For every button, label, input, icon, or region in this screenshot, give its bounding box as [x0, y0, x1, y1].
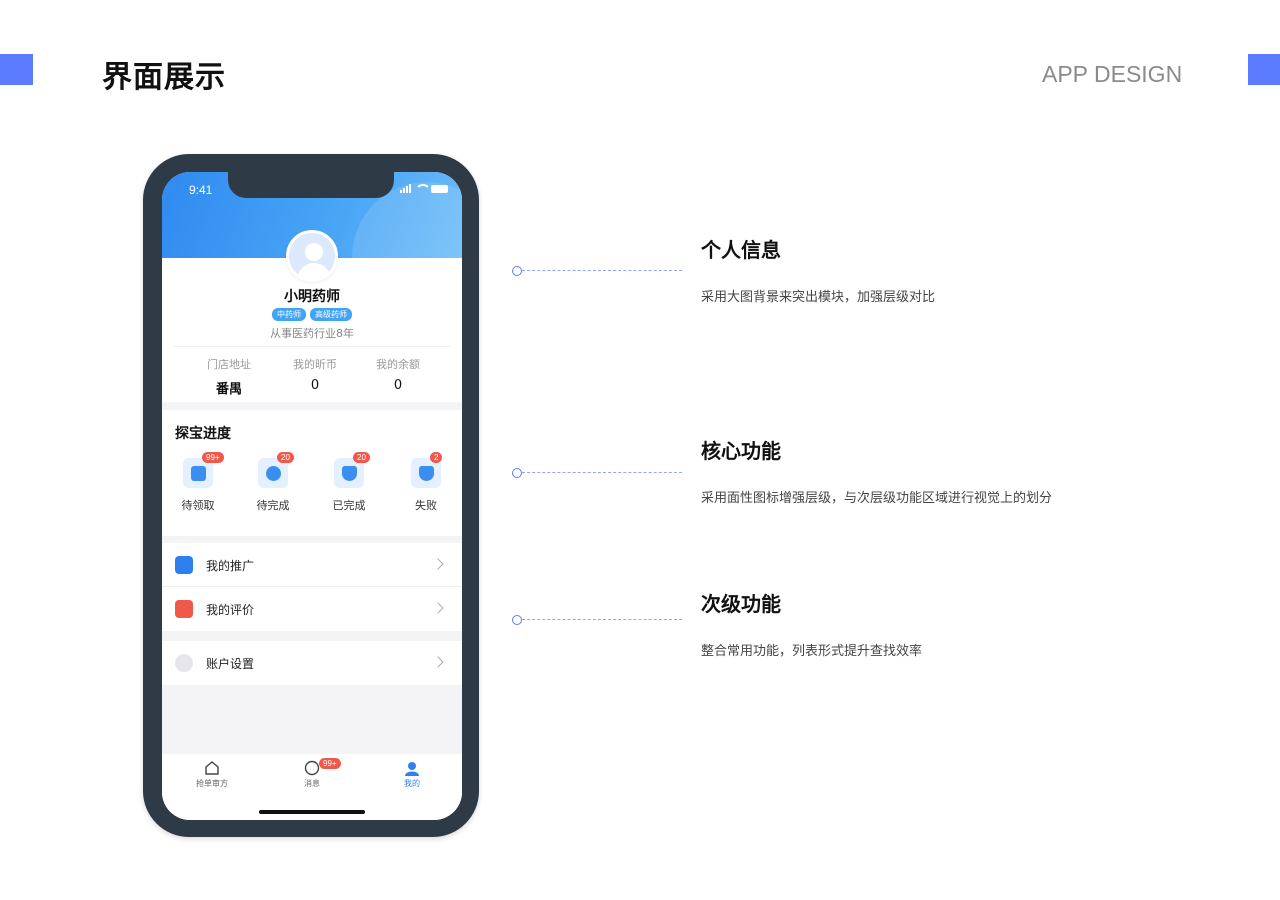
stat-value: 0: [310, 378, 320, 393]
annotation-title-core-features: 核心功能: [701, 439, 781, 463]
tab-order-review[interactable]: 抢单审方: [162, 760, 262, 789]
comment-icon: [175, 600, 193, 618]
count-badge: 20: [277, 452, 294, 463]
shield-x-icon: 2: [411, 452, 443, 488]
user-icon: [404, 760, 420, 776]
progress-title: 探宝进度: [175, 426, 231, 442]
stat-value: 0: [393, 378, 403, 393]
progress-item-failed[interactable]: 2 失败: [395, 452, 457, 513]
shield-check-icon: 20: [334, 452, 370, 488]
stat-label: 我的昕币: [293, 358, 337, 371]
connector-dot: [512, 468, 522, 478]
chevron-right-icon: [432, 656, 444, 668]
phone-screen: 9:41 小明药师 中药师 高级药师 从事医药行业8年 门店地址 番禺 我的昕币: [162, 172, 462, 820]
phone-frame: 9:41 小明药师 中药师 高级药师 从事医药行业8年 门店地址 番禺 我的昕币: [143, 154, 479, 837]
menu-item-my-promotion[interactable]: 我的推广: [162, 543, 462, 587]
divider: [174, 346, 450, 347]
progress-item-pending-complete[interactable]: 20 待完成: [242, 452, 304, 513]
chevron-right-icon: [432, 558, 444, 570]
count-badge: 99+: [202, 452, 224, 463]
count-badge: 20: [353, 452, 370, 463]
progress-label: 已完成: [332, 499, 366, 512]
annotation-title-personal-info: 个人信息: [701, 238, 781, 262]
stat-value: 番禺: [215, 382, 242, 397]
tab-mine[interactable]: 我的: [362, 760, 462, 789]
annotation-desc-personal-info: 采用大图背景来突出模块，加强层级对比: [701, 290, 936, 305]
menu-item-account-settings[interactable]: 账户设置: [162, 641, 462, 685]
status-icons: [400, 184, 448, 193]
bar-chart-icon: [175, 556, 193, 574]
progress-label: 待完成: [256, 499, 290, 512]
menu-label: 我的评价: [206, 603, 255, 617]
connector-dot: [512, 615, 522, 625]
avatar[interactable]: [286, 230, 338, 282]
stat-store-address[interactable]: 门店地址 番禺: [184, 356, 274, 397]
avatar-head-shape: [305, 243, 323, 261]
message-count-badge: 99+: [319, 758, 341, 769]
menu-group-primary: 我的推广 我的评价: [162, 543, 462, 631]
menu-item-my-reviews[interactable]: 我的评价: [162, 587, 462, 631]
tab-messages[interactable]: 99+ 消息: [262, 758, 362, 789]
connector-line: [522, 619, 682, 620]
menu-label: 账户设置: [206, 657, 255, 671]
connector-personal-info: [512, 266, 682, 276]
profile-card: 小明药师 中药师 高级药师 从事医药行业8年 门店地址 番禺 我的昕币 0 我的…: [162, 258, 462, 402]
user-name: 小明药师: [284, 289, 340, 305]
page-subtitle: APP DESIGN: [1042, 61, 1183, 87]
connector-line: [522, 472, 682, 473]
tray-icon-glyph: [191, 466, 206, 481]
status-time: 9:41: [189, 183, 213, 197]
progress-item-pending-claim[interactable]: 99+ 待领取: [167, 452, 229, 513]
phone-notch: [228, 172, 394, 198]
battery-icon: [431, 185, 448, 193]
chevron-right-icon: [432, 602, 444, 614]
menu-label: 我的推广: [206, 559, 255, 573]
connector-line: [522, 270, 682, 271]
avatar-body-shape: [297, 263, 331, 279]
gear-icon: [175, 654, 193, 672]
tab-label: 消息: [304, 779, 320, 788]
home-indicator: [259, 810, 365, 814]
user-tags: 中药师 高级药师: [162, 308, 462, 321]
tab-label: 抢单审方: [196, 779, 228, 788]
connector-secondary-features: [512, 615, 682, 625]
user-experience: 从事医药行业8年: [270, 327, 354, 340]
tray-icon: 99+: [183, 452, 224, 488]
chat-icon: [304, 760, 320, 776]
signal-icon: [400, 184, 411, 193]
count-badge: 2: [430, 452, 443, 463]
tag-chinese-pharmacist: 中药师: [272, 308, 306, 321]
treasure-progress-card: 探宝进度 99+ 待领取 20 待完成 20 已: [162, 410, 462, 536]
stat-balance[interactable]: 我的余额 0: [353, 356, 443, 393]
shield-x-icon-glyph: [419, 466, 434, 481]
bottom-tab-bar: 抢单审方 99+ 消息 我的: [162, 754, 462, 820]
accent-block-right: [1248, 54, 1280, 85]
page-title: 界面展示: [102, 60, 226, 95]
clock-icon: 20: [258, 452, 294, 488]
connector-core-features: [512, 468, 682, 478]
stat-label: 我的余额: [376, 358, 420, 371]
shield-check-icon-glyph: [342, 466, 357, 481]
clock-icon-glyph: [266, 466, 281, 481]
annotation-desc-secondary-features: 整合常用功能，列表形式提升查找效率: [701, 644, 923, 659]
annotation-title-secondary-features: 次级功能: [701, 592, 781, 616]
tab-label: 我的: [404, 779, 420, 788]
stat-coins[interactable]: 我的昕币 0: [270, 356, 360, 393]
progress-item-completed[interactable]: 20 已完成: [318, 452, 380, 513]
stat-label: 门店地址: [207, 358, 251, 371]
progress-label: 待领取: [181, 499, 215, 512]
menu-group-secondary: 账户设置: [162, 641, 462, 685]
accent-block-left: [0, 54, 33, 85]
connector-dot: [512, 266, 522, 276]
home-icon: [204, 760, 220, 776]
progress-label: 失败: [415, 499, 437, 512]
annotation-desc-core-features: 采用面性图标增强层级，与次层级功能区域进行视觉上的划分: [701, 491, 1053, 506]
tag-senior-pharmacist: 高级药师: [310, 308, 352, 321]
wifi-icon: [415, 184, 431, 193]
